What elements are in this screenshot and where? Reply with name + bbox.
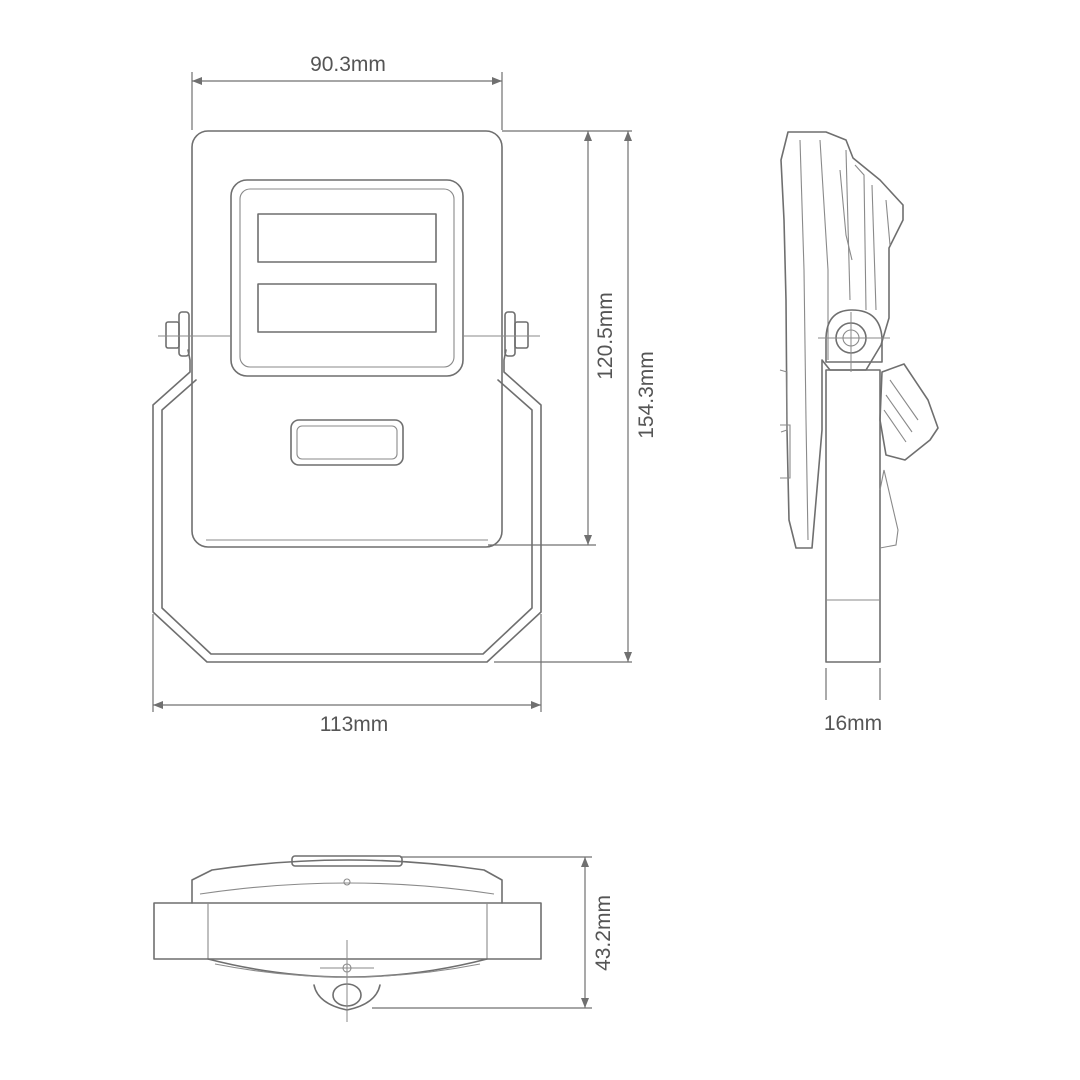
dim-body-arrow-bottom	[584, 535, 592, 545]
dim-side-thickness-label: 16mm	[824, 712, 882, 735]
front-bracket-outer	[152, 349, 542, 663]
dim-body-arrow-top	[584, 131, 592, 141]
dim-total-arrow-top	[624, 131, 632, 141]
front-pivot-nut-left	[165, 321, 180, 349]
side-bracket-arm	[825, 369, 881, 663]
side-cable-gland	[879, 363, 939, 461]
bottom-housing-top	[191, 859, 503, 904]
dim-top-arrow-right	[492, 77, 502, 85]
bottom-housing-lower-inner	[214, 963, 481, 978]
side-fin-6	[839, 169, 853, 261]
dim-top-arrow-left	[192, 77, 202, 85]
dim-top-width-label: 90.3mm	[310, 53, 386, 76]
bottom-housing-top-inner	[199, 882, 495, 895]
front-logo-badge-inner	[296, 425, 398, 460]
side-dimensions: 16mm	[824, 668, 882, 735]
side-pivot-knob	[825, 309, 883, 363]
dim-body-height-label: 120.5mm	[594, 292, 617, 380]
side-fin-4	[871, 184, 877, 311]
dim-depth-arrow-top	[581, 857, 589, 867]
side-fin-1	[819, 139, 829, 360]
front-view	[152, 130, 542, 663]
dim-total-arrow-bottom	[624, 652, 632, 662]
side-view	[779, 131, 939, 663]
front-housing	[191, 130, 503, 548]
side-front-lip-1	[779, 369, 788, 433]
side-cable-gland-threads	[883, 379, 919, 443]
front-lens-frame-inner	[239, 188, 455, 368]
dim-depth-label: 43.2mm	[592, 895, 615, 971]
bottom-center-mark	[342, 963, 352, 973]
front-led-strip-bottom	[257, 283, 437, 333]
front-lens-frame-outer	[230, 179, 464, 377]
side-front-lip-2	[780, 424, 791, 479]
front-pivot-nut-right	[514, 321, 529, 349]
front-led-strip-top	[257, 213, 437, 263]
side-bracket-tab	[879, 469, 899, 549]
bottom-housing-mark	[343, 878, 351, 886]
front-dimensions: 90.3mm 120.5mm 154.3mm 113mm	[152, 53, 658, 736]
bottom-dimensions: 43.2mm	[372, 856, 615, 1009]
side-fin-5	[885, 199, 891, 246]
dim-total-height-label: 154.3mm	[635, 351, 658, 439]
dim-bracket-arrow-right	[531, 701, 541, 709]
side-housing-front-edge	[799, 139, 809, 541]
front-bracket-inner	[161, 379, 533, 655]
bottom-view	[153, 855, 542, 1022]
front-logo-badge-outer	[290, 419, 404, 466]
dim-depth-arrow-bottom	[581, 998, 589, 1008]
side-fin-2	[845, 149, 851, 301]
dim-bracket-width-label: 113mm	[320, 713, 388, 736]
bottom-logo-edge	[291, 855, 403, 867]
dim-bracket-arrow-left	[153, 701, 163, 709]
side-fin-3	[854, 164, 867, 311]
